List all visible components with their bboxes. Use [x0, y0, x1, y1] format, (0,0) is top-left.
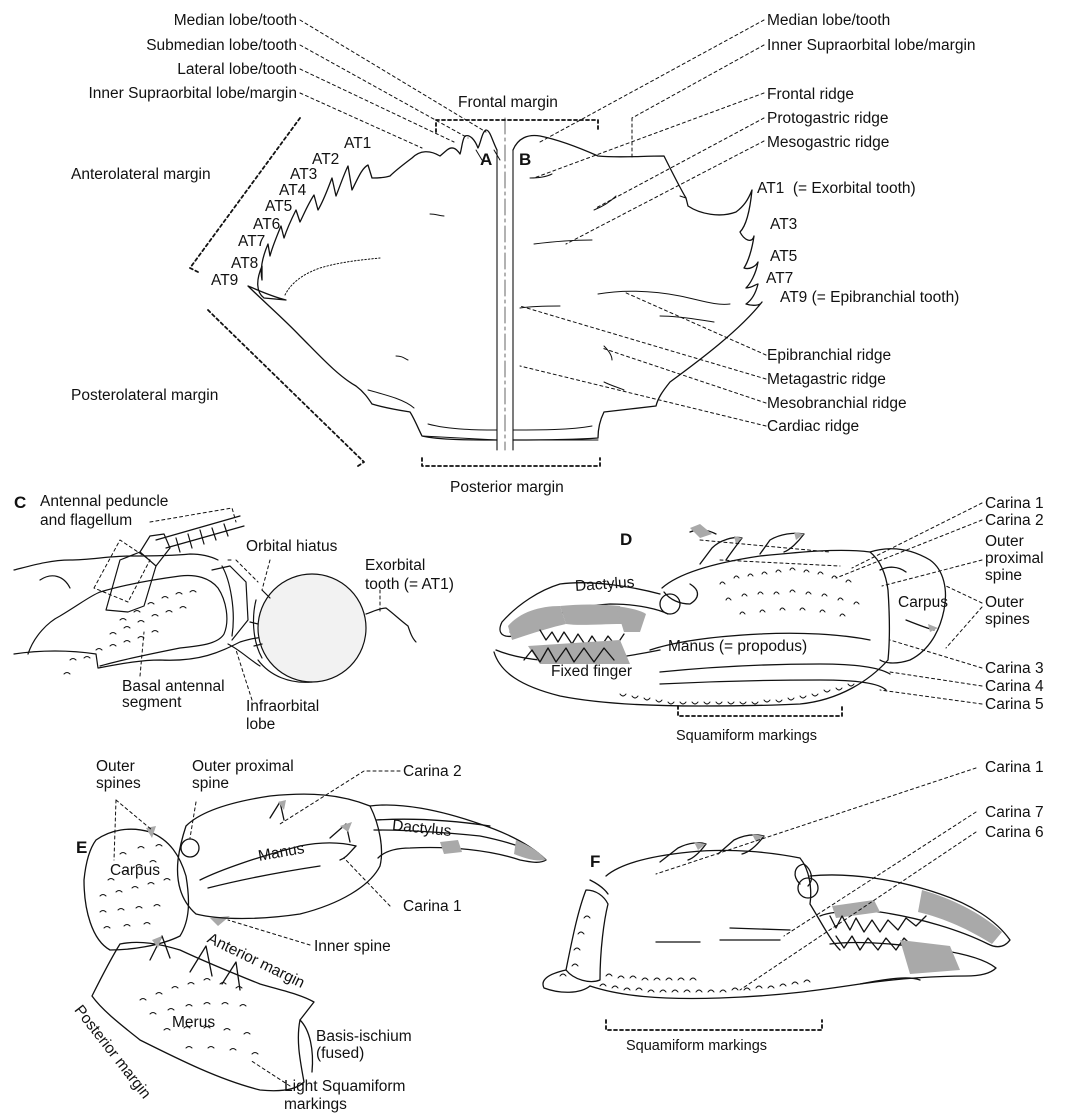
carapace-brackets [190, 118, 600, 466]
label-at9-left: AT9 [211, 272, 238, 289]
label-protogastric-ridge: Protogastric ridge [767, 110, 888, 127]
label-e-basis-1: Basis-ischium [316, 1028, 412, 1045]
panel-label-c: C [14, 493, 26, 513]
panel-label-a: A [480, 150, 492, 170]
label-d-outer-proximal-2: proximal [985, 550, 1044, 567]
eye-shape [258, 574, 366, 682]
label-e-carina-2: Carina 2 [403, 763, 462, 780]
label-e-carina-1: Carina 1 [403, 898, 462, 915]
label-e-outer-spines-2: spines [96, 775, 141, 792]
carapace-leaders-left [300, 20, 486, 148]
label-d-outer-proximal-3: spine [985, 567, 1022, 584]
label-at4-left: AT4 [279, 182, 306, 199]
label-d-carina-4: Carina 4 [985, 678, 1044, 695]
label-at6-left: AT6 [253, 216, 280, 233]
label-d-manus: Manus (= propodus) [668, 638, 807, 655]
label-at1-left: AT1 [344, 135, 371, 152]
label-d-carina-3: Carina 3 [985, 660, 1044, 677]
label-e-merus: Merus [172, 1014, 215, 1031]
label-epibranchial-ridge: Epibranchial ridge [767, 347, 891, 364]
label-at3-right: AT3 [770, 216, 797, 233]
label-d-carina-2: Carina 2 [985, 512, 1044, 529]
label-at8-left: AT8 [231, 255, 258, 272]
label-d-squamiform: Squamiform markings [676, 728, 817, 745]
label-e-light-squamiform-1: Light Squamiform [284, 1078, 405, 1095]
label-exorbital-tooth-1: Exorbital [365, 557, 425, 574]
label-antennal-peduncle: Antennal peduncle [40, 493, 168, 510]
label-inner-supraorbital-left: Inner Supraorbital lobe/margin [88, 85, 297, 102]
label-anterolateral-margin: Anterolateral margin [71, 166, 211, 183]
label-d-outer-spines-2: spines [985, 611, 1030, 628]
label-submedian-lobe: Submedian lobe/tooth [146, 37, 297, 54]
label-f-carina-7: Carina 7 [985, 804, 1044, 821]
label-d-outer-spines-1: Outer [985, 594, 1024, 611]
panel-label-b: B [519, 150, 531, 170]
label-d-outer-proximal-1: Outer [985, 533, 1024, 550]
label-frontal-ridge: Frontal ridge [767, 86, 854, 103]
label-orbital-hiatus: Orbital hiatus [246, 538, 337, 555]
carapace-leaders-right [520, 20, 766, 426]
label-median-lobe-left: Median lobe/tooth [174, 12, 297, 29]
label-at7-right: AT7 [766, 270, 793, 287]
label-f-carina-6: Carina 6 [985, 824, 1044, 841]
label-at5-right: AT5 [770, 248, 797, 265]
label-frontal-margin: Frontal margin [458, 94, 558, 111]
label-e-carpus: Carpus [110, 862, 160, 879]
label-infraorbital-2: lobe [246, 716, 275, 733]
panel-label-e: E [76, 838, 87, 858]
label-antennal-flagellum: and flagellum [40, 512, 132, 529]
label-at7-left: AT7 [238, 233, 265, 250]
label-median-lobe-right: Median lobe/tooth [767, 12, 890, 29]
label-at5-left: AT5 [265, 198, 292, 215]
label-infraorbital-1: Infraorbital [246, 698, 319, 715]
label-at1-right: AT1 (= Exorbital tooth) [757, 180, 916, 197]
antenna-drawing [14, 516, 416, 682]
label-e-basis-2: (fused) [316, 1045, 364, 1062]
chela-d-squamiform-bracket [678, 706, 842, 716]
label-e-outer-spines-1: Outer [96, 758, 135, 775]
label-d-carina-5: Carina 5 [985, 696, 1044, 713]
panel-label-d: D [620, 530, 632, 550]
label-mesogastric-ridge: Mesogastric ridge [767, 134, 889, 151]
label-at3-left: AT3 [290, 166, 317, 183]
label-mesobranchial-ridge: Mesobranchial ridge [767, 395, 907, 412]
panel-label-f: F [590, 852, 600, 872]
label-d-carina-1: Carina 1 [985, 495, 1044, 512]
label-cardiac-ridge: Cardiac ridge [767, 418, 859, 435]
label-at9-right: AT9 (= Epibranchial tooth) [780, 289, 959, 306]
label-exorbital-tooth-2: tooth (= AT1) [365, 576, 454, 593]
basal-segment-tubercles [64, 591, 196, 675]
label-posterolateral-margin: Posterolateral margin [71, 387, 218, 404]
chela-f-squamiform-bracket [606, 1020, 822, 1030]
label-posterior-margin: Posterior margin [450, 479, 564, 496]
label-e-light-squamiform-2: markings [284, 1096, 347, 1113]
label-d-fixed-finger: Fixed finger [551, 663, 632, 680]
label-f-squamiform: Squamiform markings [626, 1038, 767, 1055]
label-e-inner-spine: Inner spine [314, 938, 391, 955]
label-basal-antennal-2: segment [122, 694, 181, 711]
label-e-outer-proximal-1: Outer proximal [192, 758, 294, 775]
label-inner-supraorbital-right: Inner Supraorbital lobe/margin [767, 37, 976, 54]
label-d-carpus: Carpus [898, 594, 948, 611]
carapace-left-outline [248, 130, 497, 440]
label-lateral-lobe: Lateral lobe/tooth [177, 61, 297, 78]
label-metagastric-ridge: Metagastric ridge [767, 371, 886, 388]
label-e-outer-proximal-2: spine [192, 775, 229, 792]
label-basal-antennal-1: Basal antennal [122, 678, 225, 695]
chela-f-drawing [543, 834, 1010, 999]
label-f-carina-1: Carina 1 [985, 759, 1044, 776]
